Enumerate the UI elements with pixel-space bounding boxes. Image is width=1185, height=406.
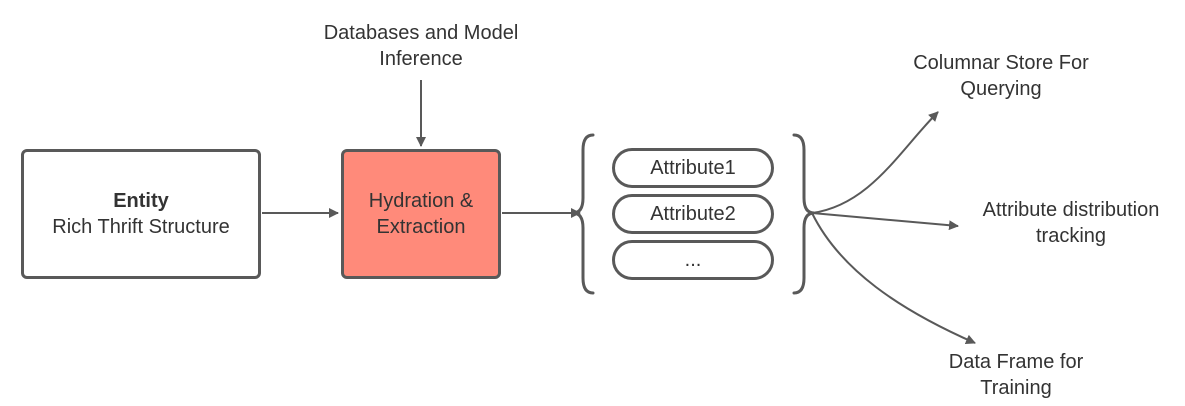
- entity-box: Entity Rich Thrift Structure: [21, 149, 261, 279]
- databases-label: Databases and Model Inference: [311, 20, 531, 72]
- databases-label-line-1: Databases and Model: [323, 22, 519, 44]
- arrow-to-data-frame: [811, 212, 976, 344]
- databases-label-line-2: Inference: [379, 48, 463, 70]
- output-columnar-store-label: Columnar Store For Querying: [886, 50, 1116, 102]
- entity-title: Entity: [113, 190, 169, 212]
- hydration-label-line-2: Extraction: [376, 216, 466, 238]
- hydration-label-line-1: Hydration &: [368, 190, 474, 212]
- hydration-extraction-box: Hydration & Extraction: [341, 149, 501, 279]
- right-brace: [792, 133, 815, 295]
- left-brace: [572, 133, 595, 295]
- attribute-pill-2: Attribute2: [612, 194, 774, 234]
- arrow-to-columnar-store: [811, 111, 939, 214]
- attribute-pill-label: ...: [684, 248, 702, 271]
- output-distribution-line-2: tracking: [1035, 225, 1107, 247]
- output-distribution-line-1: Attribute distribution: [982, 199, 1160, 221]
- attribute-pill-label: Attribute1: [650, 156, 736, 179]
- arrow-to-distribution-tracking: [811, 212, 959, 231]
- output-columnar-line-2: Querying: [960, 78, 1042, 100]
- attribute-pill-1: Attribute1: [612, 148, 774, 188]
- output-data-frame-line-2: Training: [980, 377, 1052, 399]
- output-columnar-line-1: Columnar Store For: [913, 52, 1089, 74]
- output-distribution-tracking-label: Attribute distribution tracking: [956, 197, 1185, 249]
- output-data-frame-line-1: Data Frame for: [948, 351, 1084, 373]
- attribute-pill-label: Attribute2: [650, 202, 736, 225]
- entity-subtitle: Rich Thrift Structure: [52, 216, 230, 238]
- output-data-frame-label: Data Frame for Training: [916, 349, 1116, 401]
- attribute-pill-more: ...: [612, 240, 774, 280]
